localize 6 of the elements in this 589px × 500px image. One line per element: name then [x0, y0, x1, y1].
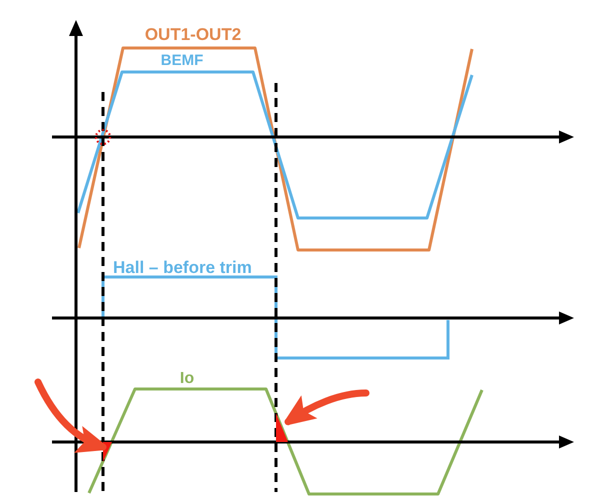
waveform-label: Io	[180, 371, 194, 387]
waveform-label: Hall – before trim	[113, 259, 252, 276]
waveform-label: BEMF	[160, 53, 204, 68]
waveform-label: OUT1-OUT2	[144, 26, 242, 43]
highlighted-area	[276, 413, 288, 442]
highlighted-area	[103, 442, 112, 462]
